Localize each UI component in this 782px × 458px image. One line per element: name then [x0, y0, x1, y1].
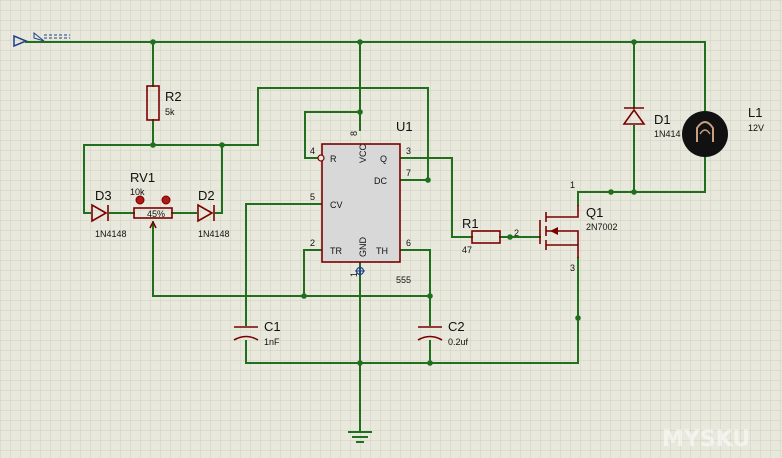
r1-value: 47: [462, 245, 472, 255]
u1-pin-8: 8: [349, 131, 359, 136]
u1-pin-6: 6: [406, 238, 411, 248]
power-terminal[interactable]: [13, 31, 70, 48]
r2-value: 5k: [165, 107, 175, 117]
u1-pin-2: 2: [310, 238, 315, 248]
d1-value: 1N414: [654, 129, 681, 139]
u1-pin-5: 5: [310, 192, 315, 202]
rv1-value: 10k: [130, 187, 145, 197]
diode-d2[interactable]: D2 1N4148: [197, 188, 230, 239]
capacitor-c2[interactable]: C2 0.2uf: [417, 319, 469, 347]
r2-ref: R2: [165, 89, 182, 104]
u1-pin-label-vcc: VCC: [358, 143, 368, 163]
c1-value: 1nF: [264, 337, 280, 347]
c2-value: 0.2uf: [448, 337, 469, 347]
c1-ref: C1: [264, 319, 281, 334]
resistor-r2[interactable]: R2 5k: [146, 85, 182, 121]
d3-ref: D3: [95, 188, 112, 203]
u1-pin-label-dc: DC: [374, 176, 387, 186]
u1-pin-label-gnd: GND: [358, 237, 368, 258]
u1-pin-label-th: TH: [376, 246, 388, 256]
d1-ref: D1: [654, 112, 671, 127]
l1-value: 12V: [748, 123, 764, 133]
d2-value: 1N4148: [198, 229, 230, 239]
r1-gate-pin: 2: [514, 228, 519, 238]
q1-ref: Q1: [586, 205, 603, 220]
u1-pin-label-tr: TR: [330, 246, 342, 256]
resistor-r1[interactable]: R1 47 2: [462, 216, 519, 255]
rv1-setting: 45%: [147, 209, 165, 219]
l1-ref: L1: [748, 105, 762, 120]
q1-drain-pin: 1: [570, 180, 575, 190]
u1-pin-label-q: Q: [380, 154, 387, 164]
u1-pin-4: 4: [310, 146, 315, 156]
u1-value: 555: [396, 275, 411, 285]
potentiometer-rv1[interactable]: 45% RV1 10k: [130, 170, 173, 229]
q1-source-pin: 3: [570, 263, 575, 273]
r1-ref: R1: [462, 216, 479, 231]
q1-value: 2N7002: [586, 222, 618, 232]
d2-ref: D2: [198, 188, 215, 203]
c2-ref: C2: [448, 319, 465, 334]
u1-pin-label-cv: CV: [330, 200, 343, 210]
u1-pin-3: 3: [406, 146, 411, 156]
diode-d1[interactable]: D1 1N414: [622, 107, 681, 139]
mosfet-q1[interactable]: Q1 2N7002 1 3: [539, 180, 618, 273]
rv1-ref: RV1: [130, 170, 155, 185]
diode-d3[interactable]: D3 1N4148: [91, 188, 127, 239]
timer-ic-u1[interactable]: U1 555 R Q DC CV TR TH VCC GND 4 3 7 5 2…: [310, 119, 413, 285]
u1-pin-label-r: R: [330, 154, 337, 164]
ground-symbol: [348, 431, 372, 443]
lamp-l1[interactable]: L1 12V: [682, 105, 764, 157]
wires: [25, 41, 706, 433]
junctions: [150, 39, 637, 366]
u1-pin-7: 7: [406, 168, 411, 178]
u1-pin-1: 1: [349, 272, 359, 277]
d3-value: 1N4148: [95, 229, 127, 239]
u1-ref: U1: [396, 119, 413, 134]
watermark: MYSKU: [662, 427, 750, 452]
capacitor-c1[interactable]: C1 1nF: [233, 319, 281, 347]
